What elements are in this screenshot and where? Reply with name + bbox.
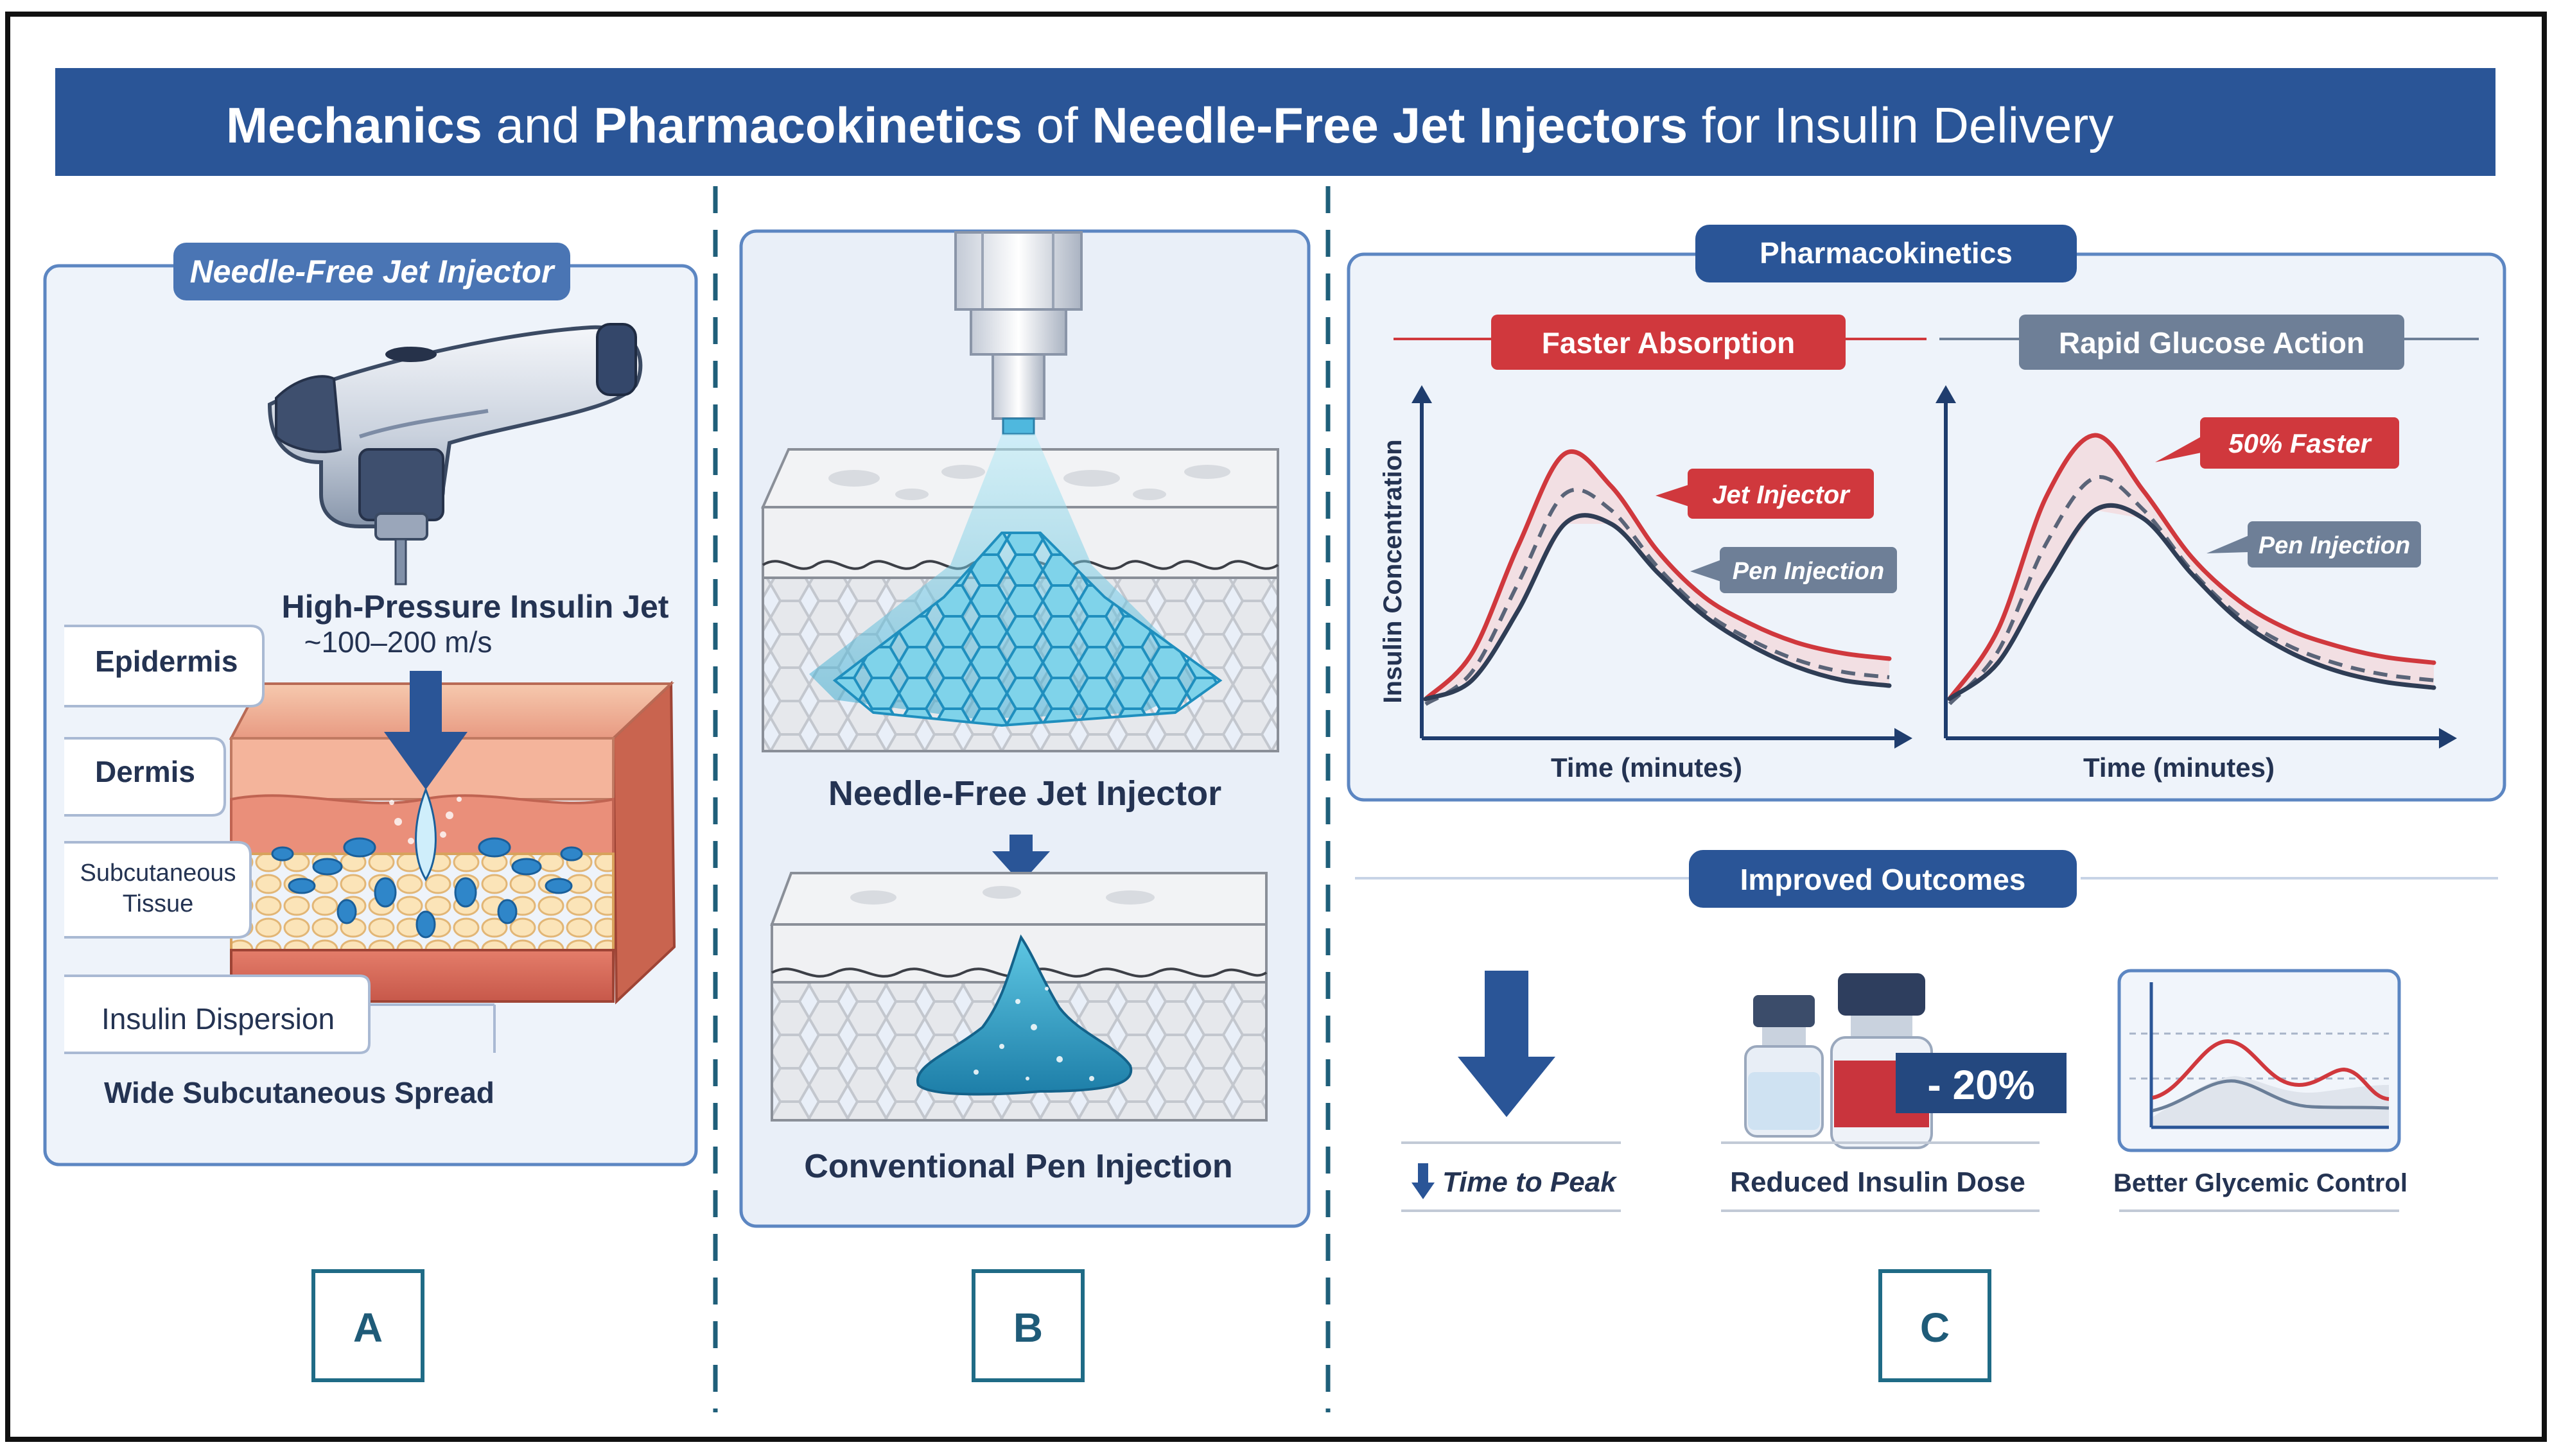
right-chart-header-box: [2019, 315, 2404, 370]
left-x-label: Time (minutes): [1551, 752, 1742, 783]
left-chart-header-box: [1491, 315, 1846, 370]
left-plot-area: [1423, 449, 1892, 706]
label-insulin-dispersion: Insulin Dispersion: [101, 1002, 335, 1036]
panel-c-letter-box: [1878, 1269, 1991, 1382]
small-down-arrow-icon: [1411, 1183, 1435, 1199]
panel-b-top-label: Needle-Free Jet Injector: [828, 774, 1221, 813]
label-epidermis: Epidermis: [95, 645, 238, 678]
jet-injector-device: [267, 323, 643, 585]
left-series-0-line: [1423, 449, 1892, 702]
panel-b-letter: B: [1013, 1304, 1043, 1351]
insulin-droplets: [271, 786, 583, 939]
label-reduced-dose: Reduced Insulin Dose: [1730, 1166, 2025, 1198]
right-x-label: Time (minutes): [2083, 752, 2275, 783]
title-pharmacokinetics: Pharmacokinetics: [593, 97, 1022, 153]
panel-a-letter-box: [311, 1269, 424, 1382]
outcomes-header-pill: [1689, 850, 2077, 908]
callout-pen-box-left: [1720, 547, 1897, 593]
panel-b: Needle-Free Jet Injector Conventional Pe…: [739, 229, 1311, 1382]
label-subcutaneous-line2: Tissue: [123, 890, 194, 917]
dose-badge-text: - 20%: [1927, 1062, 2034, 1108]
title-device: Needle-Free Jet Injectors: [1092, 97, 1688, 153]
label-glycemic: Better Glycemic Control: [2113, 1169, 2408, 1197]
callout-jet-injector: Jet Injector: [1712, 481, 1851, 509]
dose-badge: [1896, 1053, 2067, 1113]
callout-pen-box-right: [2248, 521, 2421, 568]
panel-c: Pharmacokinetics Faster Absorption Rapid…: [1347, 225, 2506, 1382]
callout-faster-box: [2200, 417, 2399, 469]
label-dermis: Dermis: [95, 755, 195, 788]
right-chart-header: Rapid Glucose Action: [2059, 326, 2364, 360]
callout-jet-box: [1688, 469, 1874, 519]
label-wide-spread: Wide Subcutaneous Spread: [104, 1076, 494, 1109]
title-purpose: for Insulin Delivery: [1688, 97, 2113, 153]
right-series-1-line: [1947, 503, 2436, 701]
jet-nozzle: [954, 231, 1083, 435]
panel-b-arrow: [992, 851, 1050, 883]
panel-b-bottom-label: Conventional Pen Injection: [804, 1148, 1232, 1185]
jet-label-line2: ~100–200 m/s: [304, 625, 493, 659]
outcomes-header: Improved Outcomes: [1740, 863, 2026, 896]
layer-labels: Epidermis Dermis Subcutaneous Tissue Ins…: [64, 625, 496, 1109]
left-y-label: Insulin Concentration: [1379, 439, 1407, 703]
panel-a-header: Needle-Free Jet Injector: [190, 254, 555, 290]
figure-title: Mechanics and Pharmacokinetics of Needle…: [226, 97, 2113, 153]
outcome-time-to-peak: Time to Peak: [1401, 971, 1621, 1212]
left-dashed-curve: [1424, 487, 1890, 706]
right-dashed-curve: [1948, 474, 2434, 706]
tissue-block-jet: [760, 434, 1279, 752]
small-vial-icon: [1744, 995, 1824, 1138]
left-series-1-line: [1423, 513, 1892, 702]
left-shaded-band: [1426, 451, 1889, 699]
left-chart: Insulin Concentration Time (minutes) Jet…: [1379, 385, 1912, 783]
pk-header: Pharmacokinetics: [1760, 236, 2013, 270]
panel-a-letter: A: [353, 1304, 383, 1351]
title-mechanics: Mechanics: [226, 97, 482, 153]
title-and: and: [482, 97, 593, 153]
right-chart: Time (minutes) 50% Faster Pen Injection: [1936, 385, 2457, 783]
outcome-glycemic-control: Better Glycemic Control: [2113, 969, 2408, 1212]
title-banner: [55, 68, 2495, 176]
callout-50-faster: 50% Faster: [2228, 428, 2372, 458]
right-plot-area: [1947, 433, 2436, 706]
pk-header-pill: [1695, 225, 2077, 282]
skin-cross-section: [229, 671, 676, 1005]
jet-label-line1: High-Pressure Insulin Jet: [282, 589, 669, 625]
panel-a-header-pill: [173, 243, 570, 300]
title-of: of: [1022, 97, 1092, 153]
label-time-to-peak: Time to Peak: [1442, 1166, 1618, 1198]
panel-c-letter: C: [1920, 1304, 1950, 1351]
outcome-reduced-dose: - 20% Reduced Insulin Dose: [1721, 973, 2067, 1212]
big-down-arrow-icon: [1458, 1057, 1555, 1117]
panel-a: Needle-Free Jet Injector High-Pressure I…: [43, 243, 698, 1382]
left-chart-header: Faster Absorption: [1542, 326, 1795, 360]
panel-b-letter-box: [972, 1269, 1085, 1382]
label-subcutaneous-line1: Subcutaneous: [80, 860, 236, 887]
callout-pen-left: Pen Injection: [1733, 558, 1884, 585]
right-series-0-line: [1947, 433, 2436, 701]
tissue-block-pen: [770, 872, 1268, 1122]
callout-pen-right: Pen Injection: [2259, 532, 2410, 559]
